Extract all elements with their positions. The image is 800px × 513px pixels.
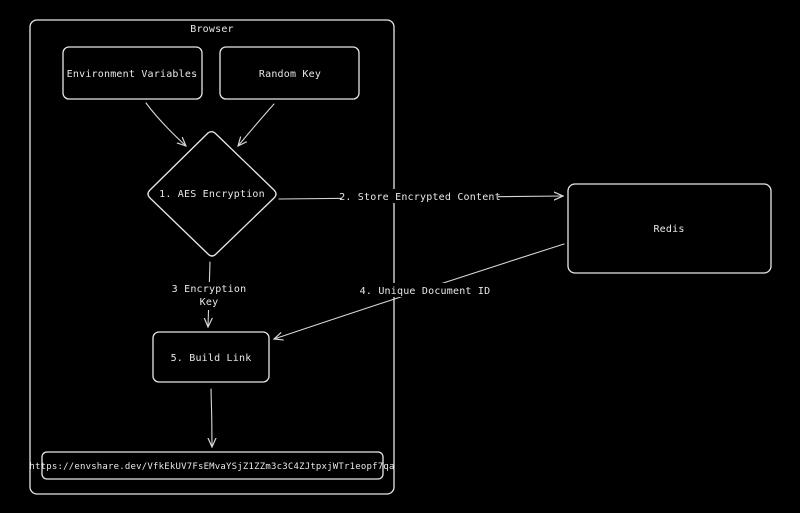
aes-encryption-label: 1. AES Encryption: [159, 189, 265, 200]
encryption-key-label-line2: Key: [200, 297, 219, 308]
arrow-build-to-url: [211, 388, 212, 447]
encryption-key-label-line1: 3 Encryption: [172, 284, 247, 295]
generated-url: https://envshare.dev/VfkEkUV7FsEMvaYSjZ1…: [29, 462, 394, 472]
build-link-box: [152, 331, 270, 383]
arrow-key-to-aes: [238, 103, 275, 146]
store-encrypted-label: 2. Store Encrypted Content: [339, 192, 501, 203]
env-vars-label: Environment Variables: [67, 69, 198, 80]
browser-label: Browser: [190, 24, 234, 35]
browser-container: [29, 19, 395, 495]
redis-box: [567, 183, 772, 274]
random-key-box: [219, 46, 360, 100]
env-vars-box: [62, 46, 203, 100]
document-id-label: 4. Unique Document ID: [360, 286, 491, 297]
aes-encryption-diamond: [147, 131, 277, 257]
url-box: [41, 451, 384, 480]
build-link-label: 5. Build Link: [171, 353, 252, 364]
random-key-label: Random Key: [259, 69, 321, 80]
arrow-env-to-aes: [145, 102, 186, 146]
redis-label: Redis: [653, 224, 684, 235]
